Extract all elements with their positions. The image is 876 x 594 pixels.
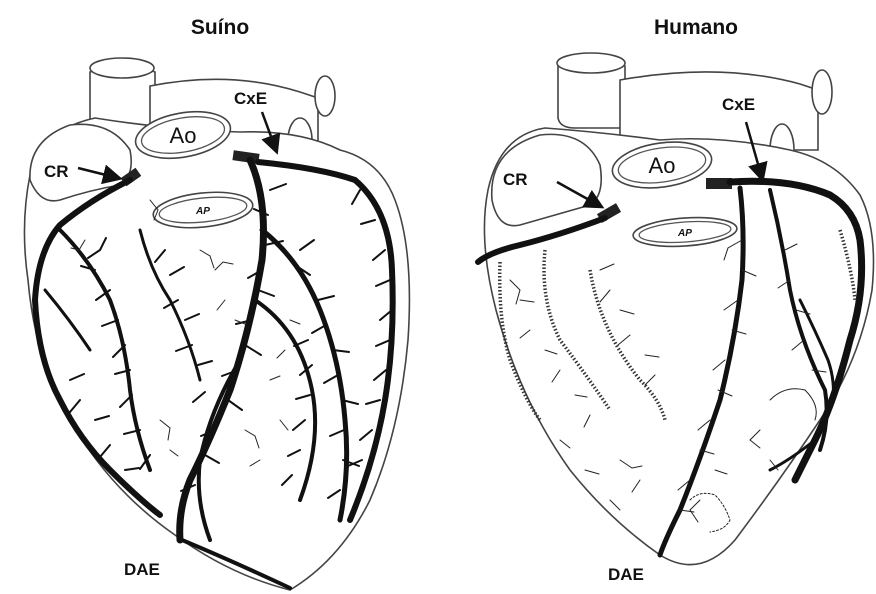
- swine-cr-label: CR: [44, 162, 69, 181]
- swine-pa-label: AP: [195, 206, 210, 217]
- human-cr-label: CR: [503, 170, 528, 189]
- human-panel-title: Humano: [654, 16, 738, 39]
- swine-panel-title: Suíno: [191, 16, 249, 39]
- human-aorta-label: Ao: [649, 153, 676, 178]
- human-heart-panel: Humano Ao AP: [478, 16, 874, 584]
- swine-dae-label: DAE: [124, 560, 160, 579]
- swine-cxe-label: CxE: [234, 89, 267, 108]
- human-pa-label: AP: [677, 228, 692, 239]
- human-dae-label: DAE: [608, 565, 644, 584]
- swine-heart-panel: Suíno Ao AP: [24, 16, 409, 590]
- swine-aorta-label: Ao: [170, 123, 197, 148]
- human-cxe-label: CxE: [722, 95, 755, 114]
